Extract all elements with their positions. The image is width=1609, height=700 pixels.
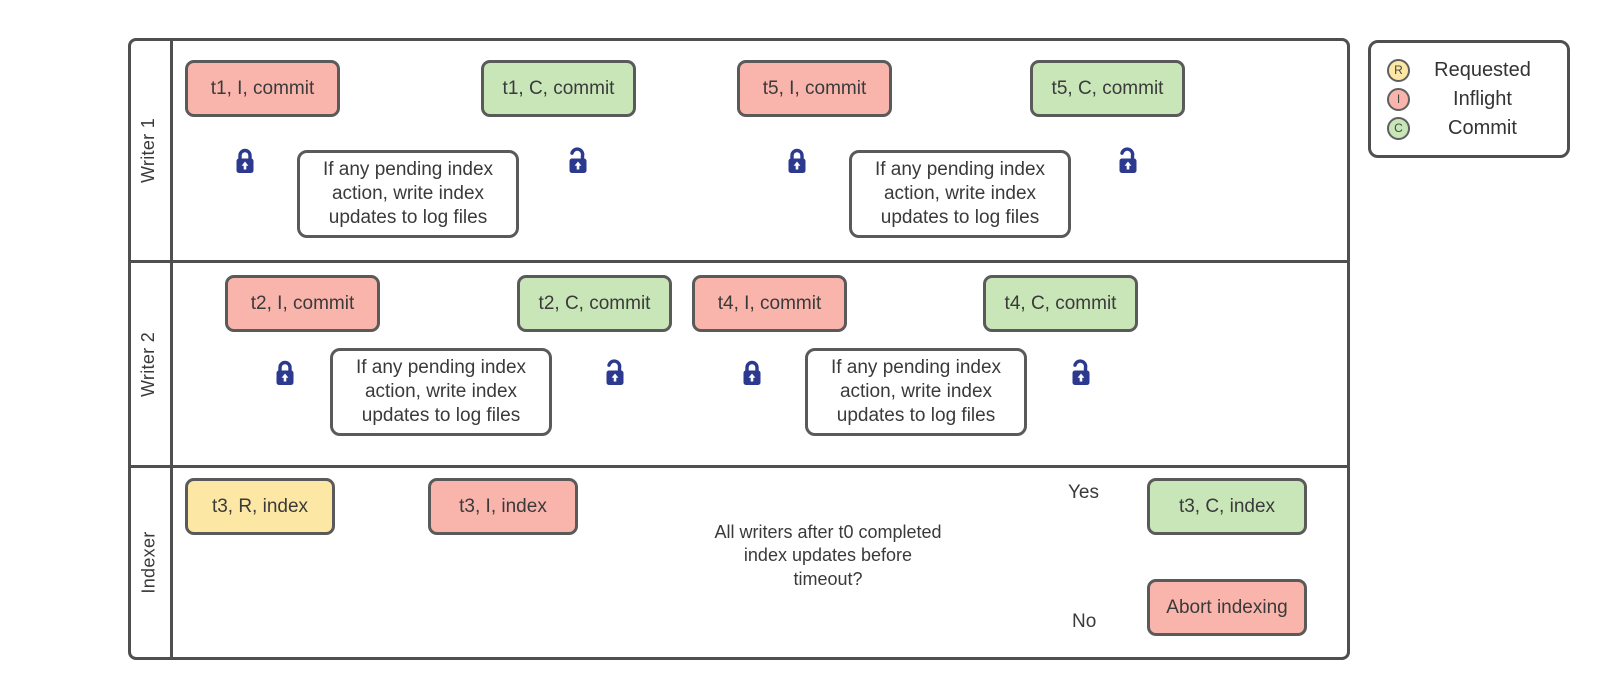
lane-header-writer1: Writer 1 [128,41,173,260]
node-abort-indexing: Abort indexing [1147,579,1307,636]
lane-divider-1 [128,260,1350,263]
node-t1-inflight: t1, I, commit [185,60,340,117]
yes-branch-label: Yes [1068,482,1099,503]
node-t4-action: If any pending index action, write index… [805,348,1027,436]
node-t5-action: If any pending index action, write index… [849,150,1071,238]
legend-item-inflight: I Inflight [1387,87,1555,111]
legend: R Requested I Inflight C Commit [1368,40,1570,158]
lock-closed-icon [784,146,810,176]
requested-state-icon: R [1387,58,1410,82]
lock-closed-icon [739,358,765,388]
lock-closed-icon [232,146,258,176]
lock-closed-icon [272,358,298,388]
lock-open-icon [565,146,591,176]
legend-label-requested: Requested [1434,58,1531,81]
legend-item-requested: R Requested [1387,58,1555,82]
lane-divider-2 [128,465,1350,468]
legend-label-inflight: Inflight [1453,87,1512,110]
node-t2-commit: t2, C, commit [517,275,672,332]
node-t2-action: If any pending index action, write index… [330,348,552,436]
decision-question: All writers after t0 completed index upd… [714,522,942,589]
lane-label-writer1: Writer 1 [138,117,159,184]
legend-item-commit: C Commit [1387,116,1555,140]
node-t5-inflight: t5, I, commit [737,60,892,117]
node-t4-commit: t4, C, commit [983,275,1138,332]
node-t5-commit: t5, C, commit [1030,60,1185,117]
lock-open-icon [602,358,628,388]
pool-frame [128,38,1350,660]
node-t3-inflight: t3, I, index [428,478,578,535]
legend-label-commit: Commit [1448,116,1517,139]
node-t2-inflight: t2, I, commit [225,275,380,332]
node-t4-inflight: t4, I, commit [692,275,847,332]
inflight-state-icon: I [1387,87,1410,111]
lane-label-indexer: Indexer [138,531,159,594]
commit-state-icon: C [1387,116,1410,140]
lane-header-indexer: Indexer [128,468,173,657]
node-t3-commit: t3, C, index [1147,478,1307,535]
lane-label-writer2: Writer 2 [138,331,159,397]
node-t1-commit: t1, C, commit [481,60,636,117]
node-t3-requested: t3, R, index [185,478,335,535]
node-t1-action: If any pending index action, write index… [297,150,519,238]
no-branch-label: No [1072,611,1097,632]
lock-open-icon [1115,146,1141,176]
lock-open-icon [1068,358,1094,388]
lane-header-writer2: Writer 2 [128,263,173,465]
